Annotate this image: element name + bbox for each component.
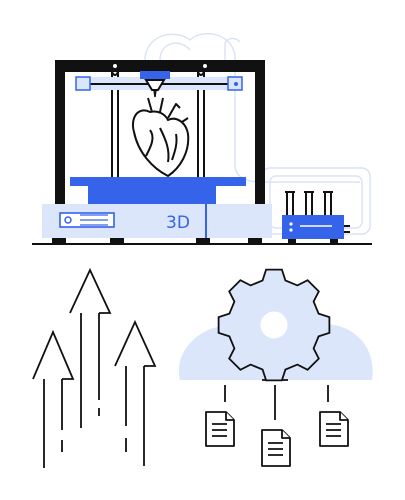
anatomical-heart-icon <box>132 97 190 177</box>
document-icon <box>261 429 291 467</box>
gear-icon <box>217 268 331 382</box>
upward-arrows-icon <box>32 267 157 468</box>
document-icon <box>319 411 349 447</box>
document-icon <box>205 411 235 447</box>
3d-printer-icon: 3D <box>42 60 272 244</box>
connector-lines <box>224 385 329 420</box>
test-tube-rack-icon <box>282 191 350 244</box>
printer-3d-label: 3D <box>166 213 190 233</box>
